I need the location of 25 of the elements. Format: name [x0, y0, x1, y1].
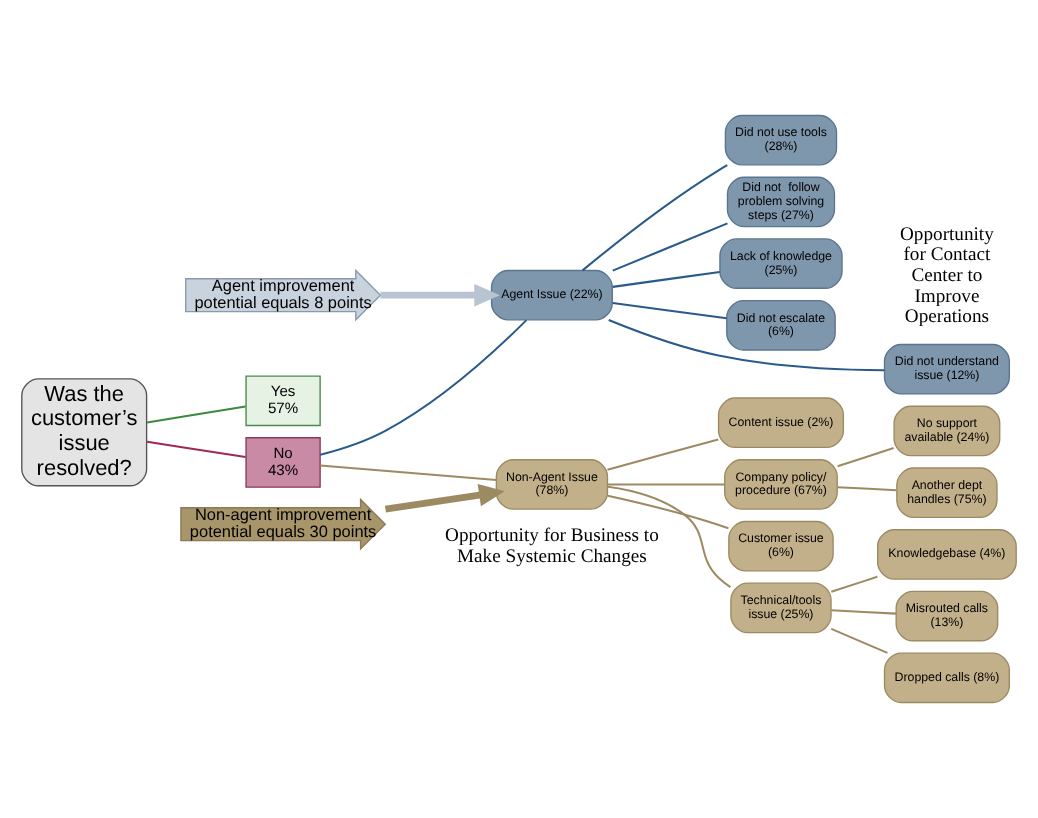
- connector: [607, 485, 732, 588]
- label: Opportunity for Business to Make Systemic Changes: [445, 524, 659, 568]
- connector: [831, 609, 897, 615]
- connector: [146, 405, 246, 424]
- connector: [607, 494, 729, 530]
- connector: [320, 319, 528, 456]
- arrow: [380, 283, 500, 307]
- connector: [607, 483, 725, 486]
- connector: [146, 440, 246, 458]
- connector: [837, 446, 894, 468]
- label: Opportunity for Contact Center to Improve Operations: [900, 223, 994, 329]
- node-box: No 43%: [245, 437, 321, 488]
- connector: [612, 302, 727, 320]
- node-box: Was the customer’s issue resolved?: [21, 378, 148, 487]
- connector: [830, 627, 888, 654]
- connector: [320, 464, 497, 481]
- connector: [612, 222, 728, 272]
- arrow: [384, 483, 505, 513]
- connector: [581, 164, 728, 272]
- connector: [608, 319, 885, 372]
- connector: [837, 486, 897, 492]
- node-box: Yes 57%: [245, 375, 321, 427]
- connector: [830, 575, 878, 593]
- connector: [612, 270, 720, 288]
- connector: [607, 438, 719, 471]
